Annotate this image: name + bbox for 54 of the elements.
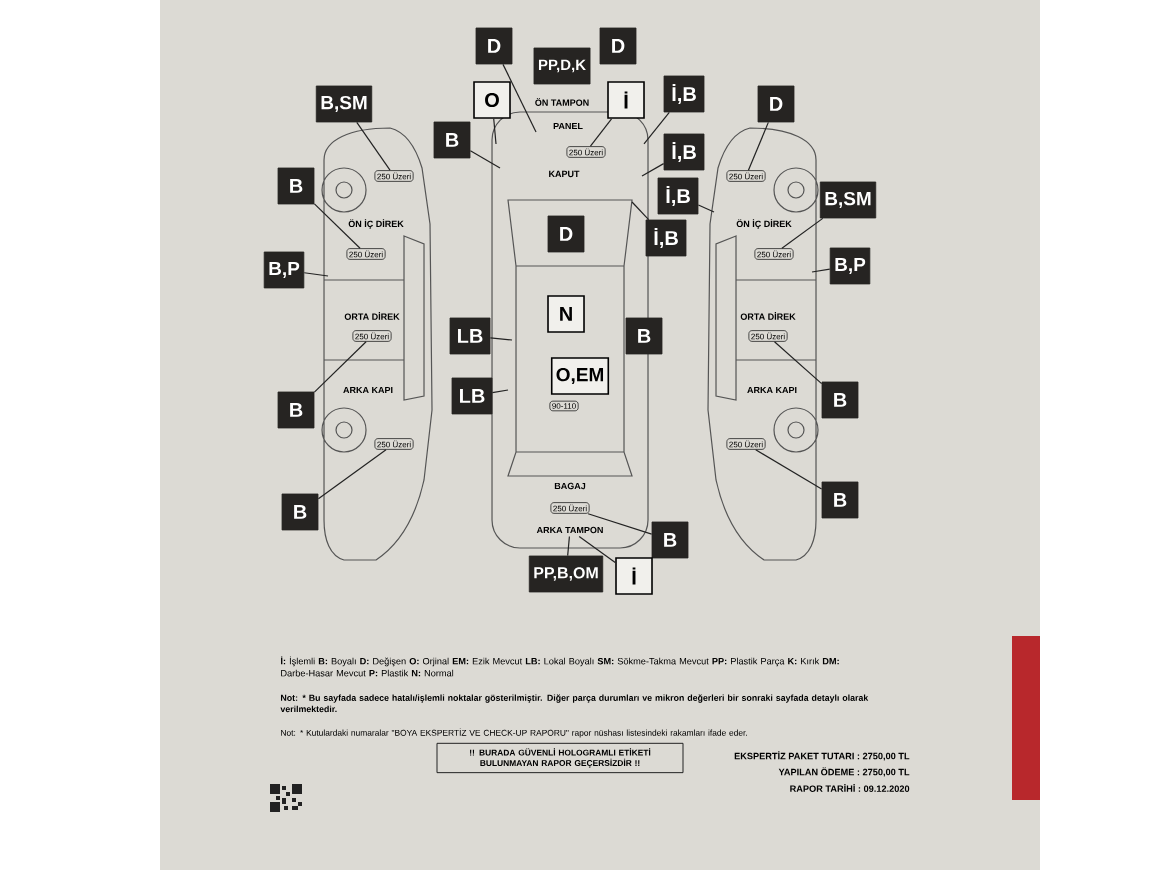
leader-line [469,150,501,169]
code-box: İ [607,81,645,119]
leader-line [303,272,329,277]
leader-line [773,341,823,385]
code-box: D [757,85,795,123]
code-box: O [473,81,511,119]
leader-line [643,111,670,145]
code-box: B [281,493,319,531]
code-box: B,SM [819,181,877,219]
code-box: İ,B [645,219,687,257]
car-side-view [707,127,819,561]
leader-line [631,201,650,221]
code-box: D [475,27,513,65]
leader-line [811,268,831,273]
code-box: B [277,167,315,205]
side-band [1012,636,1040,800]
code-box: LB [449,317,491,355]
code-box: N [547,295,585,333]
code-box: İ,B [663,75,705,113]
code-box: İ,B [663,133,705,171]
leader-line [578,535,616,564]
code-box: B [433,121,471,159]
code-box: B [821,481,859,519]
car-top-view [491,111,649,549]
leader-line [493,118,497,145]
code-box: D [547,215,585,253]
code-box: B [625,317,663,355]
code-box: B,P [263,251,305,289]
leader-line [489,337,513,341]
leader-line [781,217,824,249]
code-box: O,EM [550,357,610,395]
code-box: B [821,381,859,419]
leader-line [747,121,769,171]
code-box: D [599,27,637,65]
leader-line [567,535,570,557]
leader-line [641,163,665,177]
leader-line [755,449,823,490]
code-box: LB [451,377,493,415]
leader-line [589,118,613,147]
code-box: B,P [829,247,871,285]
leader-line [356,121,391,171]
car-side-view [321,127,433,561]
leader-line [317,449,387,500]
leader-line [491,389,509,394]
code-box: İ [615,557,653,595]
code-box: PP,B,OM [528,555,604,593]
leader-line [587,513,653,535]
code-box: B [651,521,689,559]
code-box: İ,B [657,177,699,215]
leader-line [697,204,715,213]
leader-line [313,341,367,393]
code-box: B [277,391,315,429]
leader-line [313,203,361,249]
code-box: B,SM [315,85,373,123]
